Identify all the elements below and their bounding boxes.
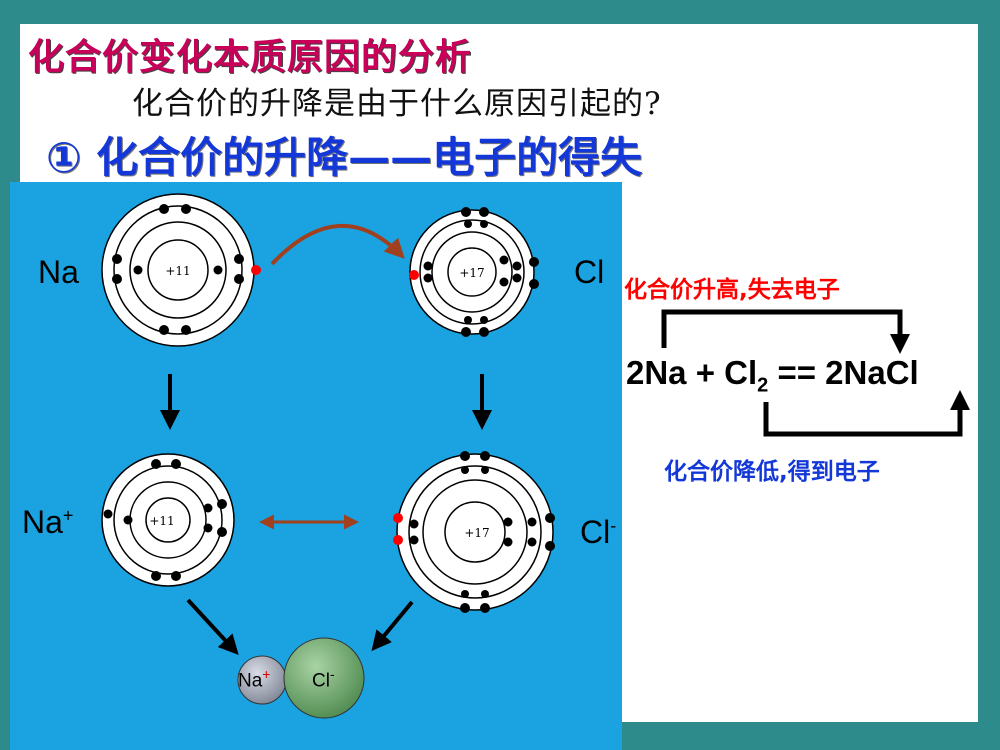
na-ion-label: Na+: [22, 504, 74, 540]
cl-ion: [393, 451, 555, 613]
electron-transfer-brackets: [661, 309, 970, 437]
electron-transfer-arrow: [270, 223, 405, 266]
atom-diagram-panel: +11 +17: [10, 182, 622, 750]
na-ion: [101, 453, 235, 587]
section-heading: ① 化合价的升降——电子的得失: [46, 133, 643, 182]
oxidation-label: 化合价升高,失去电子: [624, 277, 840, 303]
na-atom: [101, 193, 261, 347]
na-ion-nucleus-label: +11: [149, 514, 174, 528]
cl-ion-nucleus-label: +17: [464, 526, 489, 540]
cl-atom-label: Cl: [574, 254, 605, 290]
na-valence-electron: [251, 265, 261, 275]
cl-ion-label: Cl-: [580, 514, 617, 550]
product-cl-sphere: [283, 637, 365, 719]
oxidation-bracket: [661, 309, 910, 354]
cl-ion-to-product-arrow: [371, 600, 414, 652]
product-cl-label: Cl-: [312, 666, 335, 692]
product-na-label: Na+: [238, 666, 271, 692]
reduction-bracket: [763, 390, 970, 437]
reduction-label: 化合价降低,得到电子: [664, 459, 880, 485]
na-atom-label: Na: [38, 254, 79, 290]
cl-gained-electron: [409, 270, 419, 280]
cl-atom: [409, 207, 539, 337]
chemical-equation: 2Na + Cl2 == 2NaCl: [626, 354, 919, 397]
na-ion-to-product-arrow: [186, 598, 239, 655]
atom-diagram: +11 +17: [101, 193, 555, 719]
na-nucleus-label: +11: [165, 264, 190, 278]
question-text: 化合价的升降是由于什么原因引起的?: [132, 86, 662, 122]
slide-title: 化合价变化本质原因的分析: [28, 37, 473, 78]
cl-nucleus-label: +17: [459, 266, 484, 280]
